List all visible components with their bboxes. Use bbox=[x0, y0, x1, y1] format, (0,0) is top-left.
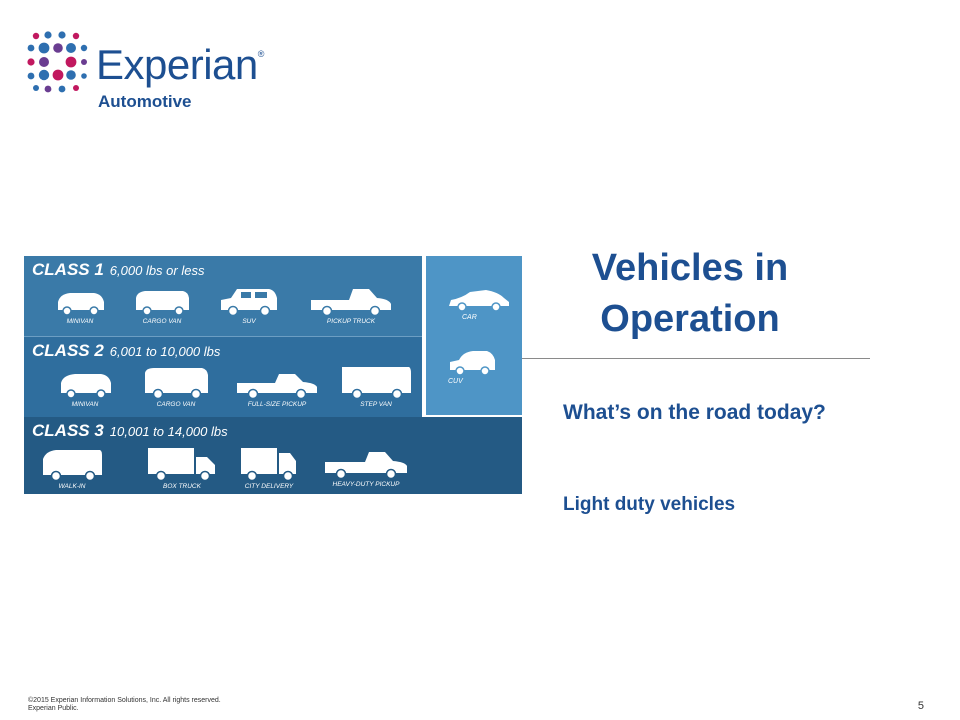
city-delivery-icon bbox=[241, 448, 296, 481]
vehicle-full-size-pickup: FULL-SIZE PICKUP bbox=[232, 371, 322, 408]
vehicle-step-van: STEP VAN bbox=[336, 363, 416, 408]
vehicle-minivan: MINIVAN bbox=[54, 371, 116, 408]
slide-bullet: Light duty vehicles bbox=[563, 494, 736, 515]
vehicle-pickup-truck: PICKUP TRUCK bbox=[306, 286, 396, 325]
slide-subtitle: What’s on the road today? bbox=[563, 401, 826, 424]
vehicle-heavy-duty-pickup: HEAVY-DUTY PICKUP bbox=[320, 449, 412, 488]
full-size-pickup-icon bbox=[237, 374, 317, 399]
suv-icon bbox=[221, 289, 277, 316]
vehicle-minivan: MINIVAN bbox=[50, 290, 110, 325]
car-icon bbox=[449, 290, 509, 312]
vehicle-car: CAR bbox=[444, 286, 514, 321]
minivan-icon bbox=[58, 293, 104, 316]
vehicle-cuv: CUV bbox=[444, 348, 500, 385]
logo-subtitle: Automotive bbox=[98, 92, 192, 111]
pickup-truck-icon bbox=[311, 289, 391, 316]
vehicle-cargo-van: CARGO VAN bbox=[129, 288, 195, 325]
minivan-icon bbox=[61, 374, 111, 399]
vehicle-cargo-van: CARGO VAN bbox=[139, 365, 213, 408]
experian-logo: Experian® Automotive bbox=[26, 30, 264, 112]
vehicle-suv: SUV bbox=[214, 286, 284, 325]
box-truck-icon bbox=[148, 448, 215, 481]
footer-copyright: ©2015 Experian Information Solutions, In… bbox=[28, 697, 221, 712]
car-cuv-column: CAR CUV bbox=[426, 256, 522, 415]
title-divider bbox=[522, 358, 870, 359]
vehicle-city-delivery: CITY DELIVERY bbox=[236, 445, 302, 490]
vehicle-box-truck: BOX TRUCK bbox=[142, 445, 222, 490]
cargo-van-icon bbox=[136, 291, 189, 316]
experian-dots-icon bbox=[27, 31, 88, 93]
vehicle-walk-in: WALK-IN bbox=[38, 447, 106, 490]
slide-title: Vehicles in Operation bbox=[591, 247, 789, 340]
heavy-duty-pickup-icon bbox=[325, 452, 407, 479]
cuv-icon bbox=[450, 351, 495, 376]
walk-in-icon bbox=[43, 450, 102, 481]
logo-wordmark: Experian® bbox=[96, 41, 264, 88]
cargo-van-icon bbox=[145, 368, 208, 399]
step-van-icon bbox=[342, 367, 411, 399]
page-number: 5 bbox=[917, 700, 924, 712]
